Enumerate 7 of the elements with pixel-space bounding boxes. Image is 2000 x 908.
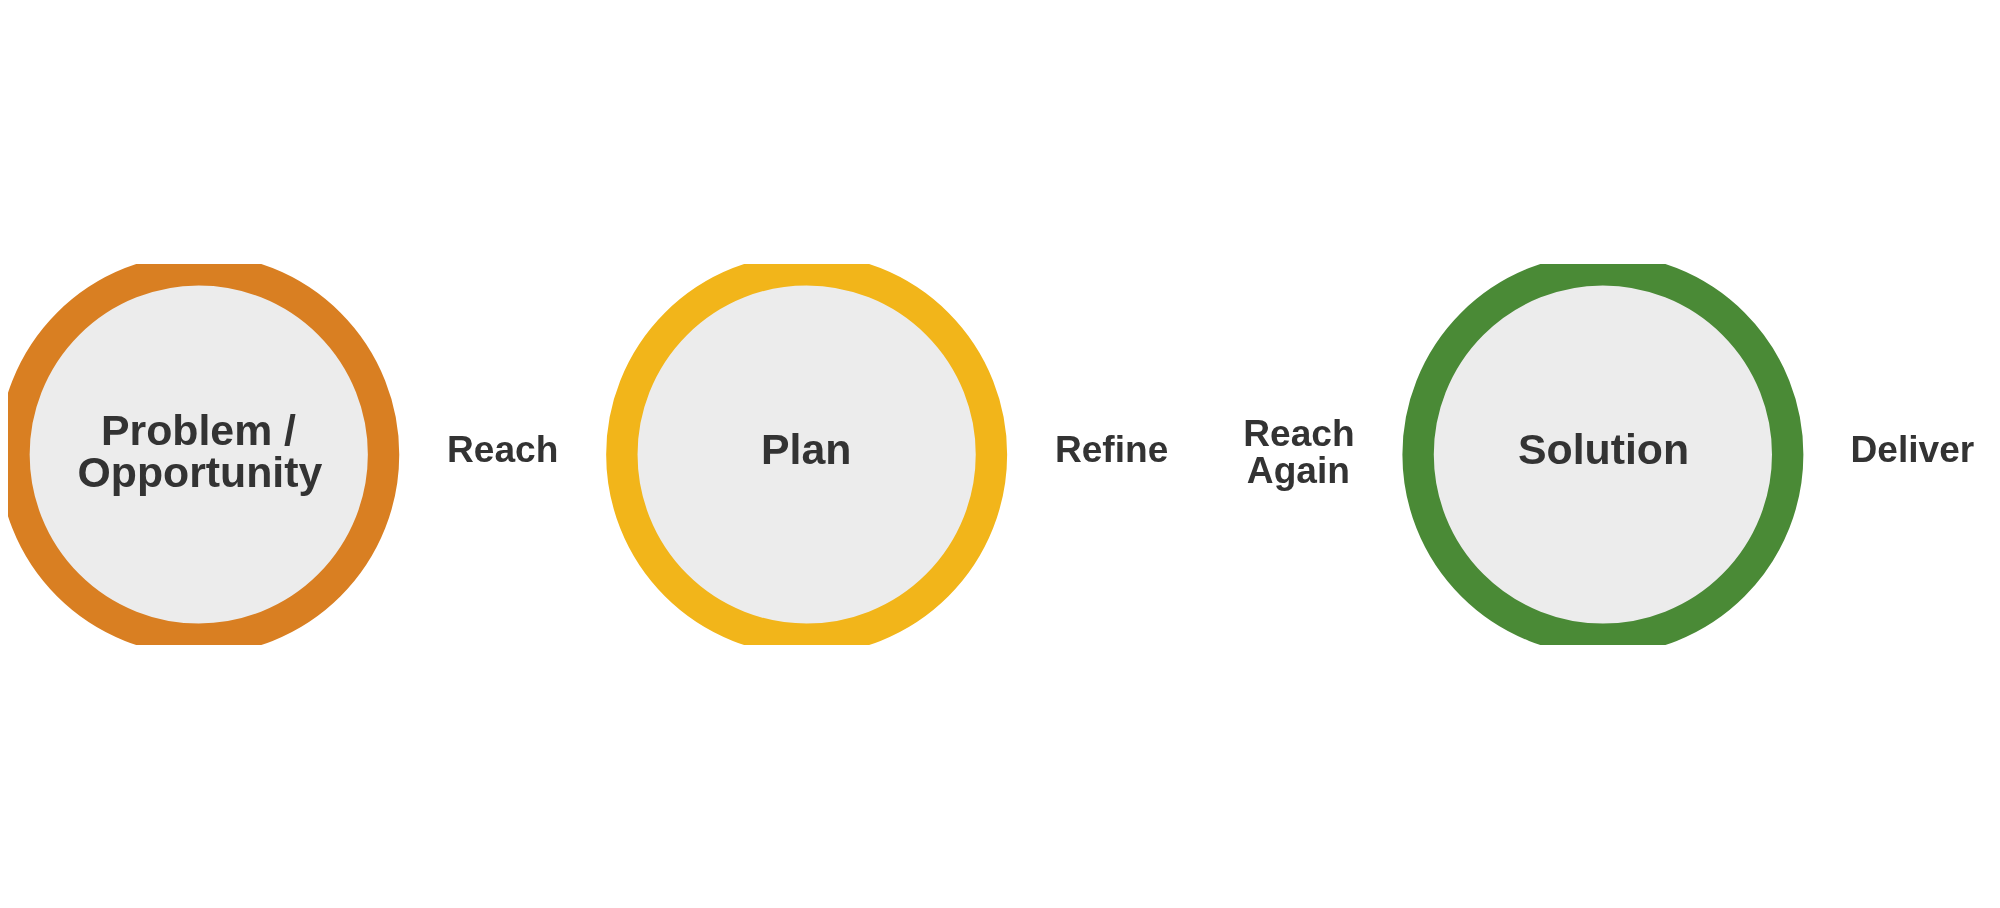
- label: Reach Again: [1243, 411, 1355, 491]
- label: Refine: [1054, 427, 1169, 470]
- node-circle: Plan: [606, 263, 1008, 645]
- label: Reach: [447, 427, 559, 470]
- label: Deliver: [1850, 427, 1975, 470]
- node-circle: Solution: [1402, 263, 1804, 645]
- node-circle: Problem / Opportunity: [8, 263, 400, 645]
